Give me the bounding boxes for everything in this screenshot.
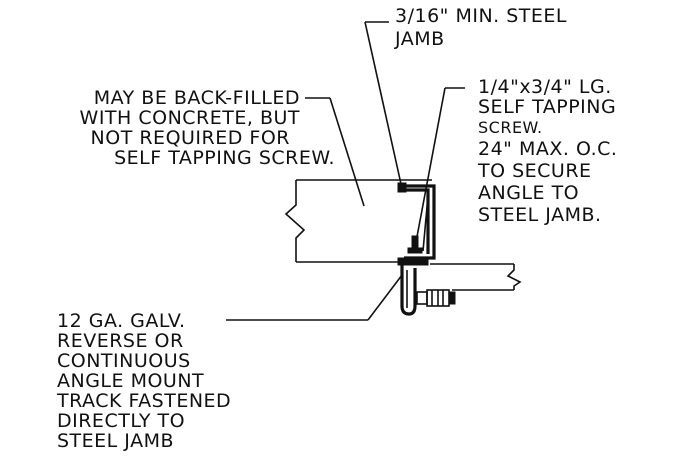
note-track-line-5: TRACK FASTENED: [56, 390, 231, 412]
note-screw-line-4: 24" MAX. O.C.: [478, 138, 617, 160]
note-track: 12 GA. GALV. REVERSE OR CONTINUOUS ANGLE…: [56, 310, 231, 452]
leader-backfill: [329, 97, 365, 207]
angle-mount-track: [397, 257, 456, 316]
note-backfill-line-2: WITH CONCRETE, BUT: [80, 107, 300, 129]
roller-end: [448, 291, 456, 305]
track-leg: [400, 265, 417, 316]
screw-head: [407, 247, 423, 254]
note-jamb-line-2: JAMB: [394, 28, 445, 50]
note-jamb-line-1: 3/16" MIN. STEEL: [395, 5, 567, 27]
note-track-line-4: ANGLE MOUNT: [57, 370, 204, 392]
note-screw-line-6: ANGLE TO: [478, 182, 579, 204]
jamb-weld-line: [422, 195, 429, 252]
leader-screw: [415, 87, 446, 243]
steel-jamb-inner: [400, 188, 430, 254]
note-backfill-line-1: MAY BE BACK-FILLED: [94, 87, 300, 109]
track-flange: [397, 257, 429, 266]
note-track-line-6: DIRECTLY TO: [57, 410, 185, 432]
note-screw-line-2: SELF TAPPING: [478, 96, 616, 118]
note-track-line-7: STEEL JAMB: [57, 430, 174, 452]
jamb-top-flange: [397, 182, 407, 193]
note-screw-line-5: TO SECURE: [477, 160, 592, 182]
note-track-line-3: CONTINUOUS: [57, 350, 191, 372]
note-track-line-1: 12 GA. GALV.: [57, 310, 186, 332]
note-screw: 1/4"x3/4" LG. SELF TAPPING SCREW. 24" MA…: [477, 76, 617, 226]
break-line-right: [506, 264, 522, 290]
note-screw-line-7: STEEL JAMB.: [478, 204, 602, 226]
note-track-line-2: REVERSE OR: [57, 330, 184, 352]
note-backfill-line-4: SELF TAPPING SCREW.: [114, 147, 335, 169]
note-backfill: MAY BE BACK-FILLED WITH CONCRETE, BUT NO…: [80, 87, 335, 169]
leaders: [226, 21, 465, 321]
leader-track: [367, 274, 403, 321]
wall-section: [284, 179, 522, 291]
note-backfill-line-3: NOT REQUIRED FOR: [91, 127, 290, 149]
self-tapping-screw: [407, 235, 423, 254]
note-screw-line-3: SCREW.: [478, 118, 543, 137]
note-steel-jamb: 3/16" MIN. STEEL JAMB: [394, 5, 567, 50]
roller-bracket: [416, 291, 428, 305]
break-line-left: [284, 180, 306, 262]
note-screw-line-1: 1/4"x3/4" LG.: [478, 76, 612, 98]
leader-jamb: [364, 21, 402, 185]
